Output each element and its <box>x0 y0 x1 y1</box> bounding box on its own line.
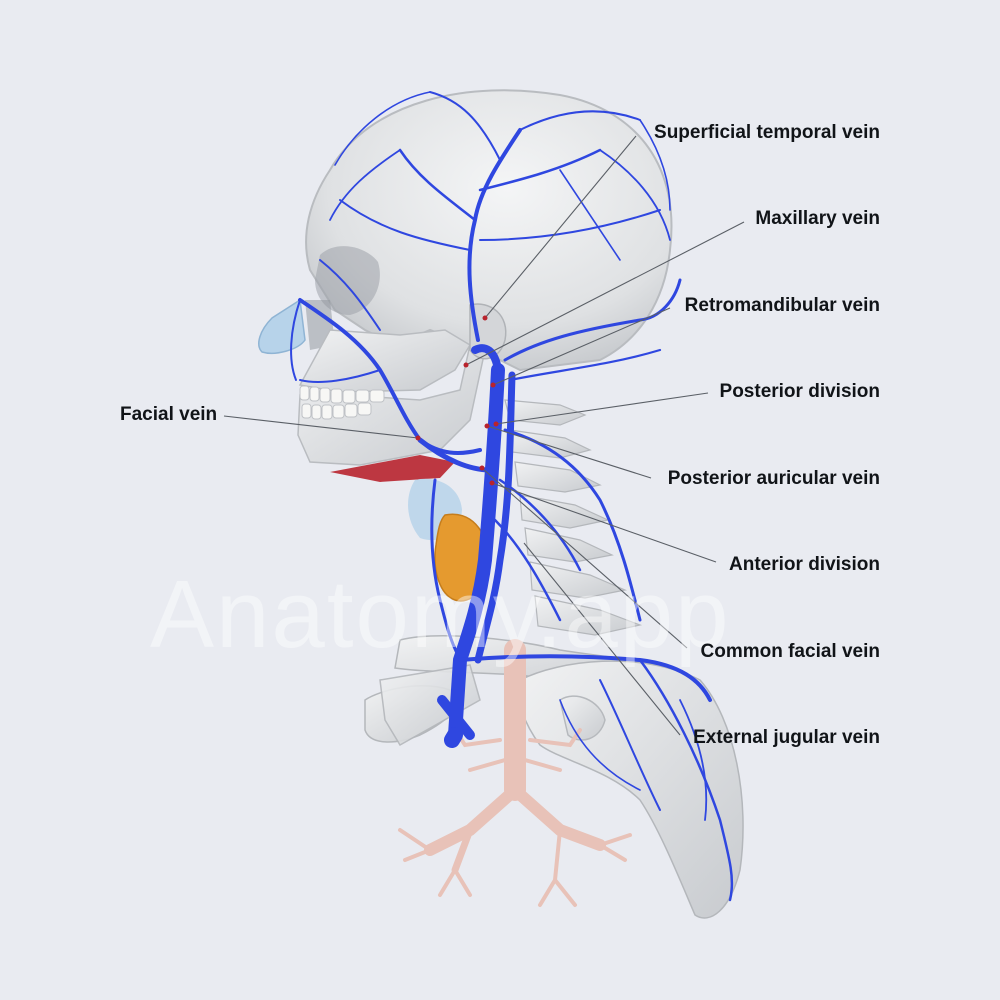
mylohyoid-muscle <box>330 455 455 482</box>
label-markers <box>415 315 499 486</box>
leader-lines <box>223 135 745 736</box>
label-posterior-division: Posterior division <box>719 381 880 402</box>
leader-line-anterior-division <box>491 482 717 563</box>
label-posterior-auricular-vein: Posterior auricular vein <box>667 468 880 489</box>
skull <box>258 89 673 466</box>
label-external-jugular-vein: External jugular vein <box>693 727 880 748</box>
label-common-facial-vein: Common facial vein <box>700 641 881 662</box>
bronchial-tree <box>398 639 632 907</box>
watermark: Anatomy.app <box>150 561 731 668</box>
label-retromandibular-vein: Retromandibular vein <box>684 295 880 316</box>
leader-line-posterior-division <box>495 392 709 425</box>
leader-line-superficial-temporal <box>484 135 637 319</box>
label-superficial-temporal-vein: Superficial temporal vein <box>654 122 880 143</box>
label-facial-vein: Facial vein <box>120 404 218 425</box>
leader-line-posterior-auricular <box>486 425 652 479</box>
leader-line-retromandibular <box>492 307 671 386</box>
label-anterior-division: Anterior division <box>729 554 880 575</box>
leader-line-facial <box>223 415 419 439</box>
label-maxillary-vein: Maxillary vein <box>755 208 880 229</box>
cervical-spine <box>504 399 643 636</box>
leader-line-external-jugular <box>523 542 681 736</box>
leader-line-common-facial <box>481 467 688 649</box>
leader-line-maxillary <box>465 221 745 366</box>
